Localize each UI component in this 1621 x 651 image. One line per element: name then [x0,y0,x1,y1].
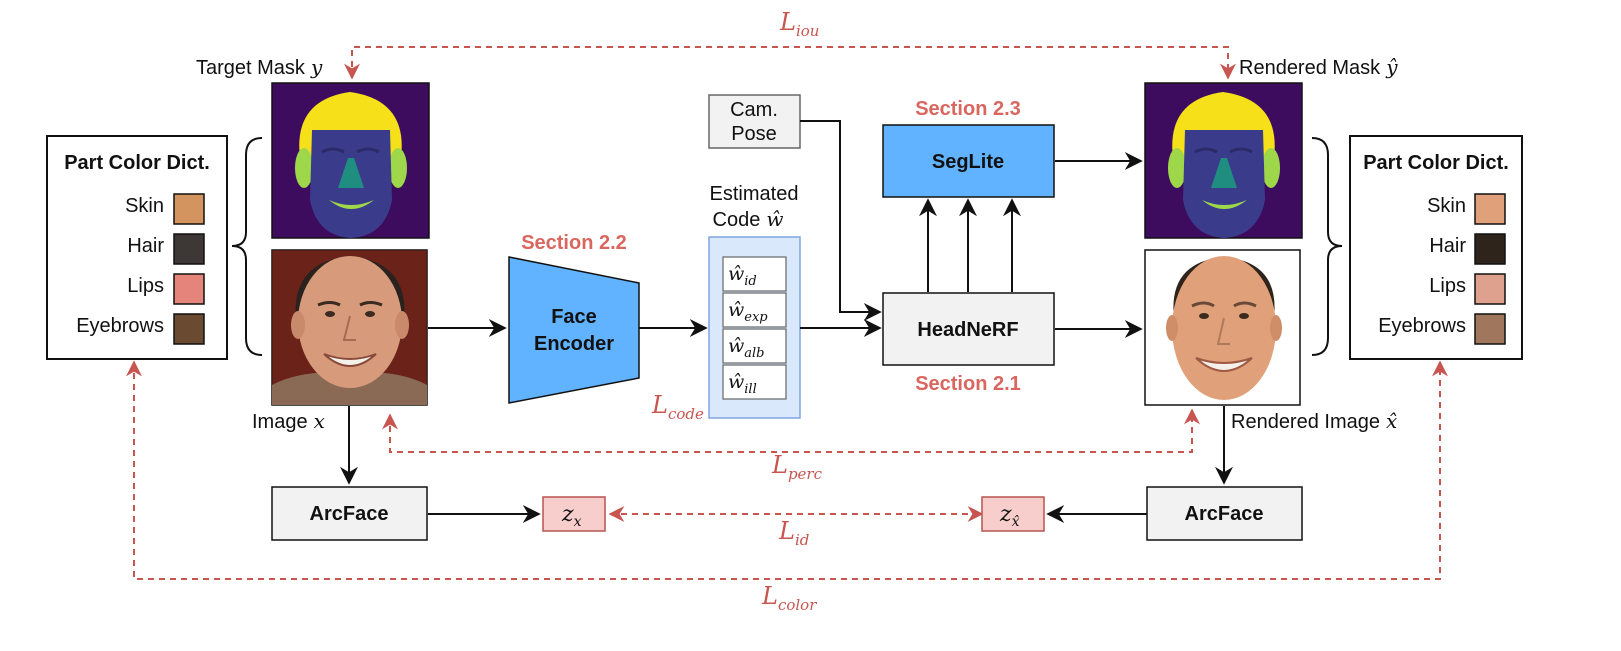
seglite-block: SegLite [882,124,1055,198]
estimated-code-block: ŵid ŵexp ŵalb ŵill [708,236,801,419]
z-xhat-box: zx̂ [981,496,1045,532]
section-2-1-label: Section 2.1 [915,373,1021,395]
code-cell-alb [722,328,787,364]
left-dict-swatch-hair [173,233,205,265]
cam-pose-label-2: Pose [731,123,777,145]
left-dict-swatch-lips [173,273,205,305]
section-2-2-label: Section 2.2 [521,232,627,254]
arcface-left-block: ArcFace [271,486,428,541]
arcface-right-block: ArcFace [1146,486,1303,541]
headnerf-block: HeadNeRF [882,292,1055,366]
id-loss-label: Lid [778,517,809,549]
right-dict-item-lips: Lips [1429,275,1466,297]
left-brace [231,137,263,356]
face-encoder-label-1: Face [551,306,597,328]
face-encoder-block: Face Encoder [508,256,640,404]
estimated-code-title-1: Estimated [710,183,799,205]
cam-pose-block: Cam. Pose [708,94,801,149]
code-cell-exp [722,292,787,328]
cam-pose-label-1: Cam. [730,99,778,121]
perc-loss-connector [382,408,1200,453]
perc-loss-label: Lperc [771,451,823,483]
left-dict-item-lips: Lips [127,275,164,297]
face-encoder-label-2: Encoder [534,333,614,355]
color-loss-connector [126,360,1448,580]
code-item-id: ŵid [728,263,757,289]
arcface-right-label: ArcFace [1185,503,1264,525]
headnerf-label: HeadNeRF [917,319,1018,341]
left-dict-item-hair: Hair [127,235,164,257]
code-cell-id [722,256,787,292]
right-dict-title: Part Color Dict. [1363,152,1509,174]
right-dict-item-eyebrows: Eyebrows [1378,315,1466,337]
left-dict-swatch-eyebrows [173,313,205,345]
right-dict-swatch-skin [1474,193,1506,225]
code-item-alb: ŵalb [728,335,765,361]
right-dict-item-skin: Skin [1427,195,1466,217]
iou-loss-connector [344,46,1236,80]
z-x-box: zx [542,496,606,532]
right-dict-swatch-hair [1474,233,1506,265]
rendered-face-image [1144,249,1301,406]
code-cell-ill [722,364,787,400]
left-dict-swatch-skin [173,193,205,225]
left-dict-title: Part Color Dict. [64,152,210,174]
section-2-3-label: Section 2.3 [915,98,1021,120]
right-dict-swatch-lips [1474,273,1506,305]
right-dict-swatch-eyebrows [1474,313,1506,345]
code-item-ill: ŵill [728,371,757,397]
input-face-image [271,249,428,406]
seglite-label: SegLite [932,151,1004,173]
left-dict-item-eyebrows: Eyebrows [76,315,164,337]
svg-text:zx: zx [561,502,582,530]
code-loss-label: Lcode [651,391,704,423]
left-dict-item-skin: Skin [125,195,164,217]
right-brace [1311,137,1343,356]
flow-arrows [340,120,1233,523]
right-dict-item-hair: Hair [1429,235,1466,257]
arcface-left-label: ArcFace [310,503,389,525]
code-item-exp: ŵexp [728,299,768,325]
target-mask-image [271,82,430,239]
rendered-mask-image [1144,82,1303,239]
svg-text:zx̂: zx̂ [999,502,1020,530]
iou-loss-label: Liou [779,8,819,40]
color-loss-label: Lcolor [761,582,817,614]
